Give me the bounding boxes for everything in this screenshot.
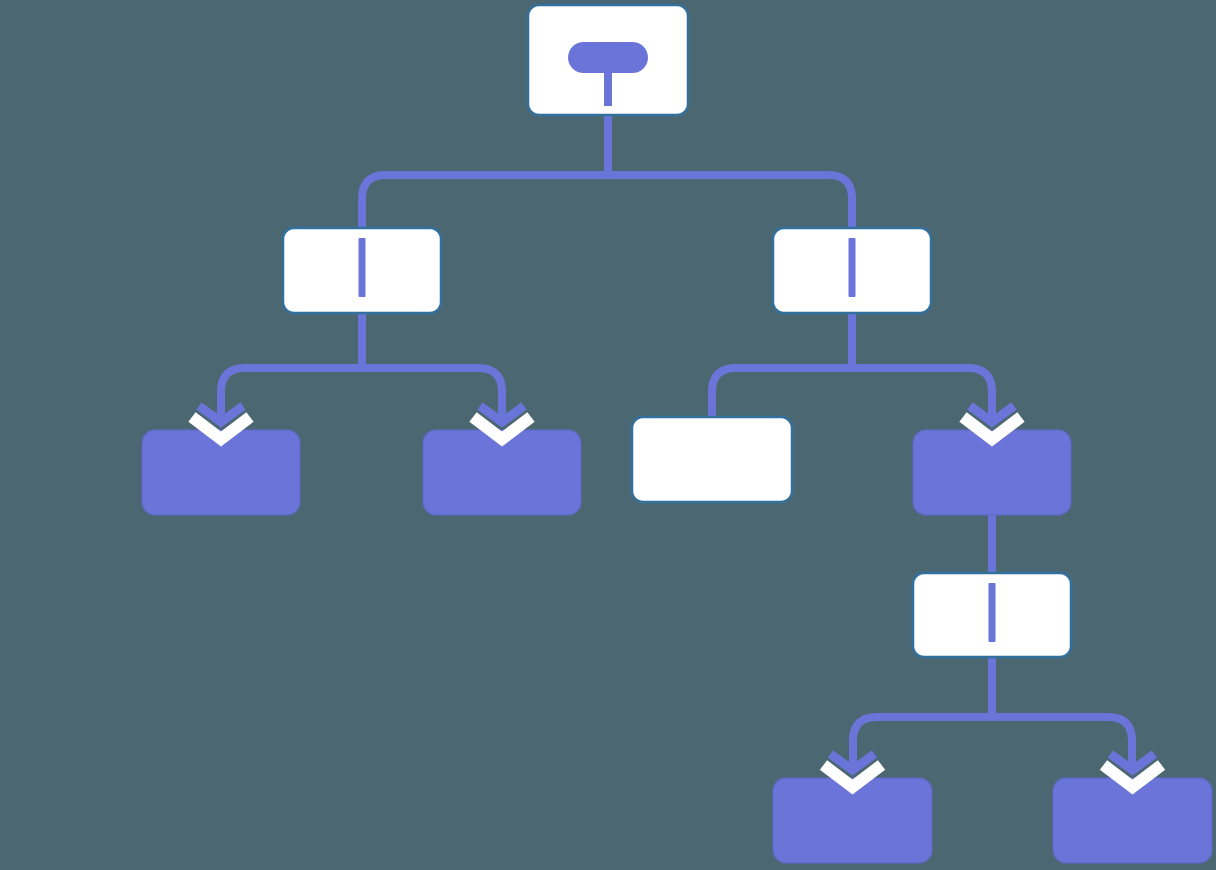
connector-bottom-split xyxy=(849,713,1136,764)
node-child-right-2-arrowhead-icon xyxy=(967,402,1017,428)
node-branch-right[interactable] xyxy=(771,226,933,315)
node-leaf-bottom-2-box[interactable] xyxy=(1052,777,1213,864)
node-child-right-1-box[interactable] xyxy=(630,415,794,504)
node-child-right-1[interactable] xyxy=(630,415,794,504)
node-root[interactable] xyxy=(526,3,690,117)
node-branch-right-sub-divider-mark xyxy=(988,583,996,642)
root-pill-stem xyxy=(604,70,612,106)
root-pill-mark xyxy=(568,42,648,73)
node-leaf-left-2-arrowhead-icon xyxy=(477,402,527,428)
node-leaf-bottom-2-white-chevron-icon xyxy=(1099,760,1166,795)
node-branch-left-divider-mark xyxy=(358,238,366,297)
purple-arrowheads-layer xyxy=(196,402,1158,776)
connectors-layer xyxy=(217,108,1136,764)
node-leaf-bottom-1-white-chevron-icon xyxy=(819,760,886,795)
connector-left-split xyxy=(217,364,506,416)
node-branch-left[interactable] xyxy=(281,226,443,315)
node-leaf-bottom-1[interactable] xyxy=(772,777,933,864)
node-leaf-left-1-box[interactable] xyxy=(141,429,301,516)
node-leaf-left-1-arrowhead-icon xyxy=(196,402,246,428)
node-child-right-2-white-chevron-icon xyxy=(959,412,1025,447)
node-branch-right-divider-mark xyxy=(848,238,856,297)
node-leaf-left-2[interactable] xyxy=(422,429,582,516)
white-chevrons-layer xyxy=(188,412,1166,795)
node-leaf-bottom-1-arrowhead-icon xyxy=(827,750,878,776)
node-child-right-2[interactable] xyxy=(912,429,1072,516)
node-leaf-bottom-2-arrowhead-icon xyxy=(1107,750,1158,776)
node-child-right-2-box[interactable] xyxy=(912,429,1072,516)
node-leaf-left-2-box[interactable] xyxy=(422,429,582,516)
node-branch-right-sub[interactable] xyxy=(911,571,1073,659)
node-leaf-left-1[interactable] xyxy=(141,429,301,516)
nodes-layer xyxy=(141,3,1213,864)
node-leaf-bottom-2[interactable] xyxy=(1052,777,1213,864)
connector-right-split xyxy=(708,364,996,417)
node-leaf-bottom-1-box[interactable] xyxy=(772,777,933,864)
node-leaf-left-1-white-chevron-icon xyxy=(188,412,254,447)
connector-level1-split xyxy=(358,171,856,372)
node-leaf-left-2-white-chevron-icon xyxy=(469,412,535,447)
